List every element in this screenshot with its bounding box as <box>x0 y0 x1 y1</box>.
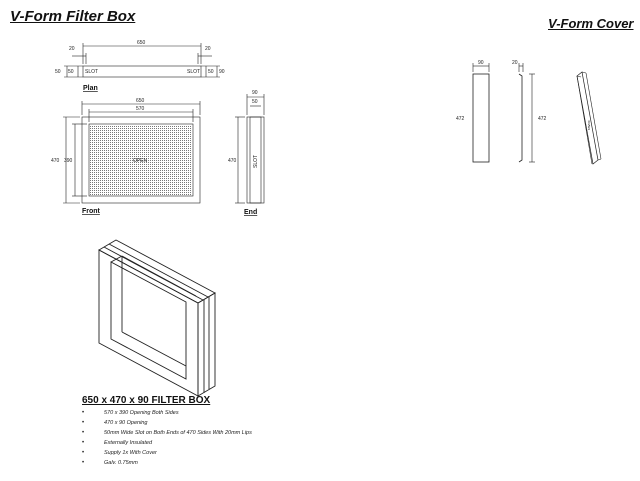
front-overall-width-dim: 650 <box>136 98 145 104</box>
end-overall-width-dim: 90 <box>252 90 258 96</box>
spec-list: • 570 x 390 Opening Both Sides • 470 x 90 … <box>80 408 252 468</box>
cover-title: V-Form Cover <box>548 16 634 31</box>
end-slot-label: SLOT <box>253 155 259 168</box>
cover-width-dim: 90 <box>478 60 484 66</box>
spec-item-text: Externally Insulated <box>104 440 152 446</box>
cover-front-view <box>472 63 490 163</box>
cover-lip-dim: 20 <box>512 60 518 66</box>
front-open-width-dim: 570 <box>136 106 145 112</box>
end-view-label: End <box>244 209 257 216</box>
spec-item-text: 570 x 390 Opening Both Sides <box>104 410 179 416</box>
bullet-icon: • <box>82 410 85 416</box>
bullet-icon: • <box>82 460 85 466</box>
front-open-label: OPEN <box>133 158 148 164</box>
plan-slot-right: SLOT <box>187 69 200 75</box>
spec-item-text: 50mm Wide Slot on Both Ends of 470 Sides… <box>104 430 252 436</box>
plan-right-edge-dim: 20 <box>205 46 211 52</box>
plan-view-label: Plan <box>83 85 98 92</box>
iso-filter-box <box>98 239 216 397</box>
front-overall-height-dim: 470 <box>51 158 60 164</box>
spec-item-text: Galv. 0.75mm <box>104 460 138 466</box>
spec-item: • 570 x 390 Opening Both Sides <box>80 408 252 418</box>
plan-left-outer-dim: 50 <box>55 69 61 75</box>
front-open-height-dim: 390 <box>64 158 73 164</box>
front-opening <box>88 123 194 197</box>
plan-overall-dim: 650 <box>137 40 146 46</box>
bullet-icon: • <box>82 440 85 446</box>
cover-height-dim-a: 472 <box>456 116 465 122</box>
cover-side-view <box>518 63 535 163</box>
cover-side-text: ravoc <box>586 120 591 130</box>
plan-view <box>64 43 220 78</box>
bullet-icon: • <box>82 430 85 436</box>
cover-height-dim-b: 472 <box>538 116 547 122</box>
plan-right-inner-dim: 50 <box>208 69 214 75</box>
spec-item: • Supply 1x With Cover <box>80 448 252 458</box>
cover-iso-view <box>576 71 602 165</box>
plan-left-inner-dim: 50 <box>68 69 74 75</box>
bullet-icon: • <box>82 450 85 456</box>
spec-item: • 50mm Wide Slot on Both Ends of 470 Side… <box>80 428 252 438</box>
spec-item-text: Supply 1x With Cover <box>104 450 157 456</box>
front-view-label: Front <box>82 208 101 215</box>
end-inner-width-dim: 50 <box>252 99 258 105</box>
bullet-icon: • <box>82 420 85 426</box>
filter-box-title: V-Form Filter Box <box>10 8 136 25</box>
spec-item: • Galv. 0.75mm <box>80 458 252 468</box>
plan-slot-left: SLOT <box>85 69 98 75</box>
end-slot <box>249 116 262 204</box>
front-outer-frame <box>81 116 201 204</box>
spec-title: 650 x 470 x 90 FILTER BOX <box>82 395 211 406</box>
spec-item: • 470 x 90 Opening <box>80 418 252 428</box>
plan-outline <box>82 65 202 78</box>
end-height-dim: 470 <box>228 158 237 164</box>
spec-item: • Externally Insulated <box>80 438 252 448</box>
plan-left-edge-dim: 20 <box>69 46 75 52</box>
front-mesh <box>90 125 192 195</box>
spec-item-text: 470 x 90 Opening <box>104 420 148 426</box>
end-view <box>235 94 265 204</box>
front-view <box>63 101 201 204</box>
plan-right-outer-dim: 90 <box>219 69 225 75</box>
